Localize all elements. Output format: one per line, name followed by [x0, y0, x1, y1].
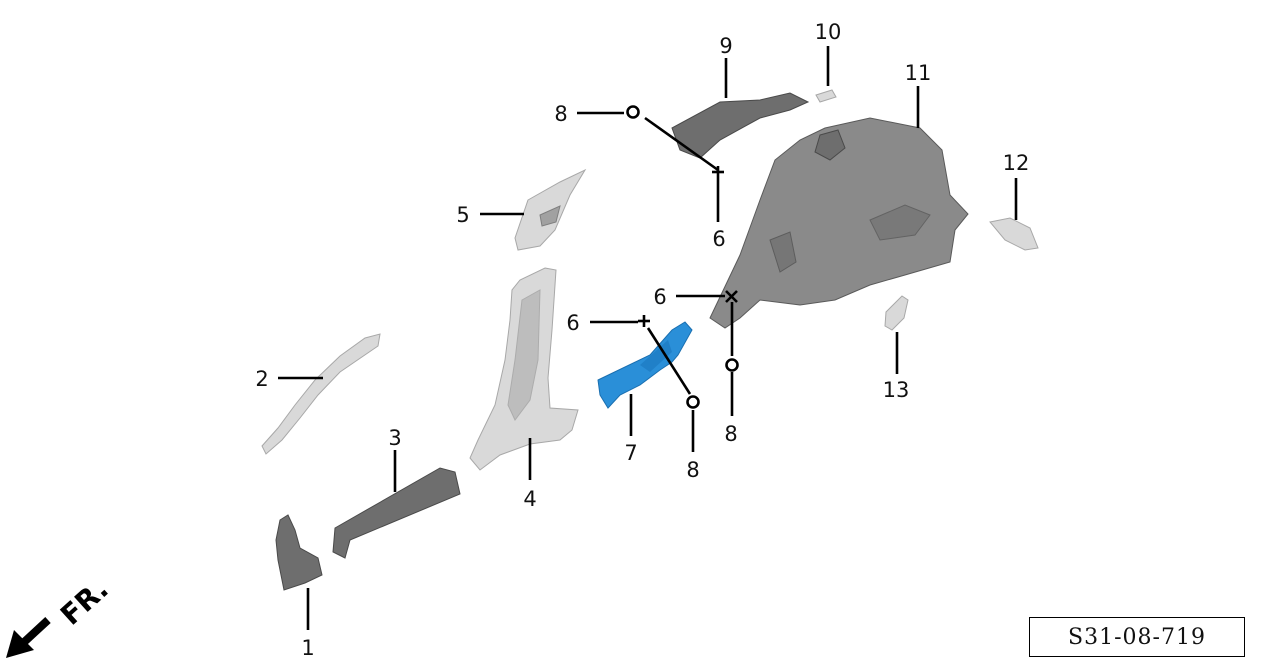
screw-plus-icon — [638, 315, 650, 327]
part-3-sill-trim — [332, 467, 461, 559]
front-arrow-icon — [6, 617, 51, 658]
part-4-center-pillar-trim — [469, 267, 579, 471]
part-12-trim — [989, 217, 1039, 251]
part-10-clip — [815, 89, 837, 103]
callout-numbers: 1 2 3 4 5 6 6 6 7 8 8 8 9 10 11 12 13 — [255, 20, 1029, 660]
callout-6-lower: 6 — [566, 311, 579, 335]
front-label: FR. — [54, 572, 115, 631]
fastener-symbols — [626, 105, 739, 409]
callout-8-lower: 8 — [686, 458, 699, 482]
part-5-pillar-trim — [514, 168, 587, 251]
callout-5: 5 — [456, 203, 469, 227]
part-2-roof-side-trim — [261, 333, 381, 455]
callout-4: 4 — [523, 487, 536, 511]
callout-6-upper: 6 — [712, 227, 725, 251]
leader-lines — [278, 46, 1018, 630]
callout-9: 9 — [719, 34, 732, 58]
front-direction-indicator: FR. — [6, 572, 115, 658]
callout-1: 1 — [301, 636, 314, 660]
screw-cross-icon — [725, 290, 738, 303]
callout-3: 3 — [388, 426, 401, 450]
callout-2: 2 — [255, 367, 268, 391]
callout-7: 7 — [624, 441, 637, 465]
part-13-trim — [884, 295, 909, 331]
callout-8-right: 8 — [724, 422, 737, 446]
callout-6-middle: 6 — [653, 285, 666, 309]
clip-circle-icon — [626, 105, 640, 119]
part-11-rear-quarter-trim — [709, 117, 969, 329]
callout-11: 11 — [905, 61, 932, 85]
callout-10: 10 — [815, 20, 842, 44]
callout-12: 12 — [1003, 151, 1030, 175]
clip-circle-icon — [686, 395, 700, 409]
reference-code: S31-08-719 — [1029, 617, 1245, 657]
callout-13: 13 — [883, 378, 910, 402]
screw-plus-icon — [712, 166, 724, 178]
callout-8-upper: 8 — [554, 102, 567, 126]
part-7-highlighted-trim — [597, 321, 693, 409]
part-9-upper-trim — [671, 92, 810, 159]
clip-circle-icon — [725, 358, 739, 372]
part-1-kick-panel — [275, 514, 323, 591]
